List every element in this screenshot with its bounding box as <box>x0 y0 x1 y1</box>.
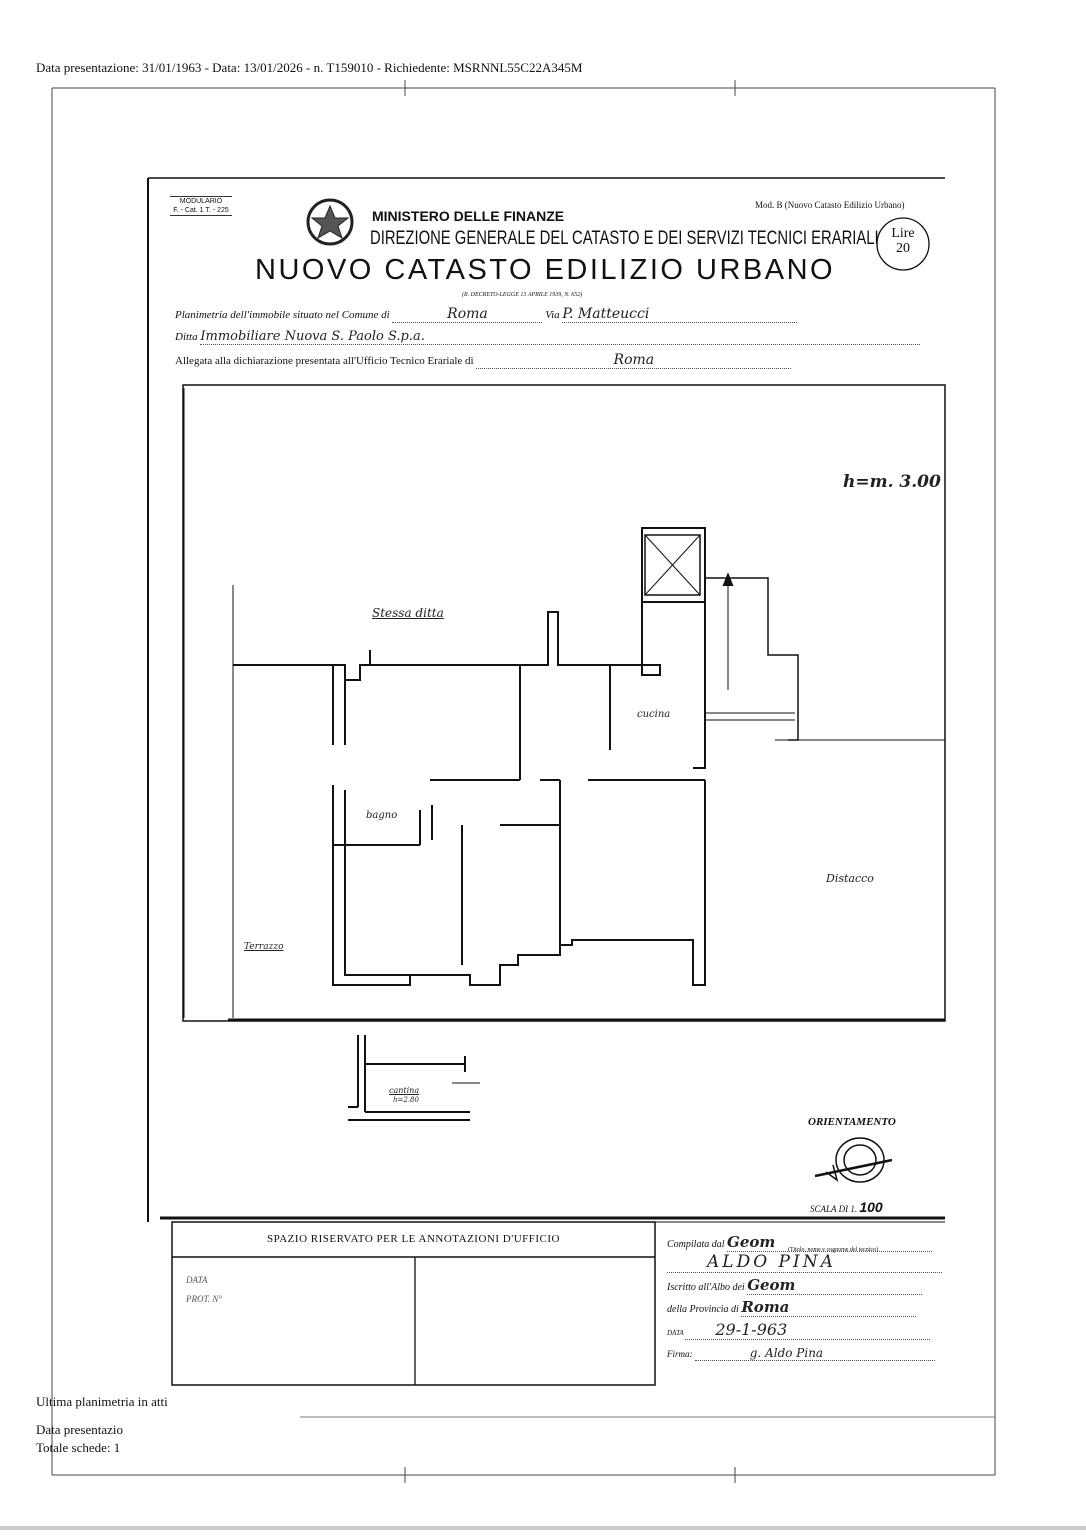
modulario-label: MODULARIO <box>179 198 223 205</box>
compiler-name: ALDO PINA <box>667 1252 942 1273</box>
via-label: Via <box>545 309 560 321</box>
ufficio-value: Roma <box>476 352 792 369</box>
firma-row: Firma: g. Aldo Pina <box>667 1346 935 1361</box>
provincia-value: Roma <box>741 1298 917 1317</box>
stamp-circle <box>876 217 930 271</box>
modulario-code: F. - Cat. 1 T. - 225 <box>173 207 229 214</box>
orientamento-label: ORIENTAMENTO <box>808 1116 896 1128</box>
office-data-label: DATA <box>186 1275 208 1285</box>
iscritto-value: Geom <box>747 1276 923 1295</box>
footer-ultima-planimetria: Ultima planimetria in atti <box>36 1394 168 1409</box>
label-terrazzo: Terrazzo <box>244 942 284 952</box>
label-stessa-ditta: Stessa ditta <box>372 606 444 620</box>
compilata-row: Compilata dal Geom <box>667 1233 933 1252</box>
allegata-label: Allegata alla dichiarazione presentata a… <box>175 355 474 367</box>
mod-b-label: Mod. B (Nuovo Catasto Edilizio Urbano) <box>755 200 905 210</box>
label-cucina: cucina <box>637 709 671 720</box>
firma-label: Firma: <box>667 1349 693 1359</box>
compass-icon <box>814 1137 893 1183</box>
titolo-note: (Titolo, nome e cognome del tecnico) <box>788 1247 879 1253</box>
ditta-label: Ditta <box>175 331 198 343</box>
via-value: P. Matteucci <box>562 306 798 323</box>
form-title: NUOVO CATASTO EDILIZIO URBANO <box>255 254 836 286</box>
allegata-row: Allegata alla dichiarazione presentata a… <box>175 352 792 369</box>
stamp-lire: Lire <box>891 226 915 241</box>
date-value: 29-1-963 <box>685 1320 931 1340</box>
office-box-title: SPAZIO RISERVATO PER LE ANNOTAZIONI D'UF… <box>267 1233 560 1245</box>
scale-row: SCALA DI 1. 100 <box>810 1199 883 1215</box>
label-bagno: bagno <box>366 810 398 821</box>
republic-emblem-icon <box>306 198 354 246</box>
decree-note: (R. DECRETO-LEGGE 13 APRILE 1939, N. 652… <box>462 292 583 298</box>
compilata-value: Geom <box>727 1233 933 1252</box>
planimetria-label: Planimetria dell'immobile situato nel Co… <box>175 309 390 321</box>
ditta-value: Immobiliare Nuova S. Paolo S.p.a. <box>200 329 921 345</box>
ceiling-height-note: h=m. 3.00 <box>843 472 941 492</box>
signature: g. Aldo Pina <box>694 1346 935 1361</box>
provincia-row: della Provincia di Roma <box>667 1298 917 1317</box>
modulario-box: MODULARIO F. - Cat. 1 T. - 225 <box>170 196 232 216</box>
comune-value: Roma <box>392 306 543 323</box>
date-label: DATA <box>667 1329 684 1337</box>
label-distacco: Distacco <box>826 872 874 885</box>
date-row: DATA 29-1-963 <box>667 1320 931 1340</box>
document-header-line: Data presentazione: 31/01/1963 - Data: 1… <box>36 60 583 75</box>
compilata-label: Compilata dal <box>667 1239 725 1250</box>
label-cantina-height: h=2.80 <box>393 1096 419 1104</box>
floor-plan <box>232 527 945 1121</box>
revenue-stamp: Lire 20 <box>884 226 922 256</box>
ditta-row: Ditta Immobiliare Nuova S. Paolo S.p.a. <box>175 329 921 345</box>
scale-label: SCALA DI 1. <box>810 1204 858 1214</box>
footer-totale-schede: Totale schede: 1 <box>36 1440 121 1455</box>
planimetria-row: Planimetria dell'immobile situato nel Co… <box>175 306 798 323</box>
scale-value: 100 <box>859 1199 883 1215</box>
iscritto-row: Iscritto all'Albo dei Geom <box>667 1276 923 1295</box>
office-prot-label: PROT. N° <box>186 1294 222 1304</box>
direction-title: DIREZIONE GENERALE DEL CATASTO E DEI SER… <box>370 228 879 249</box>
ministry-title: MINISTERO DELLE FINANZE <box>372 208 565 224</box>
provincia-label: della Provincia di <box>667 1304 739 1315</box>
label-cantina: cantina <box>389 1086 420 1095</box>
iscritto-label: Iscritto all'Albo dei <box>667 1282 745 1293</box>
footer-data-presentazione: Data presentazio <box>36 1422 123 1437</box>
stamp-value: 20 <box>896 241 910 256</box>
